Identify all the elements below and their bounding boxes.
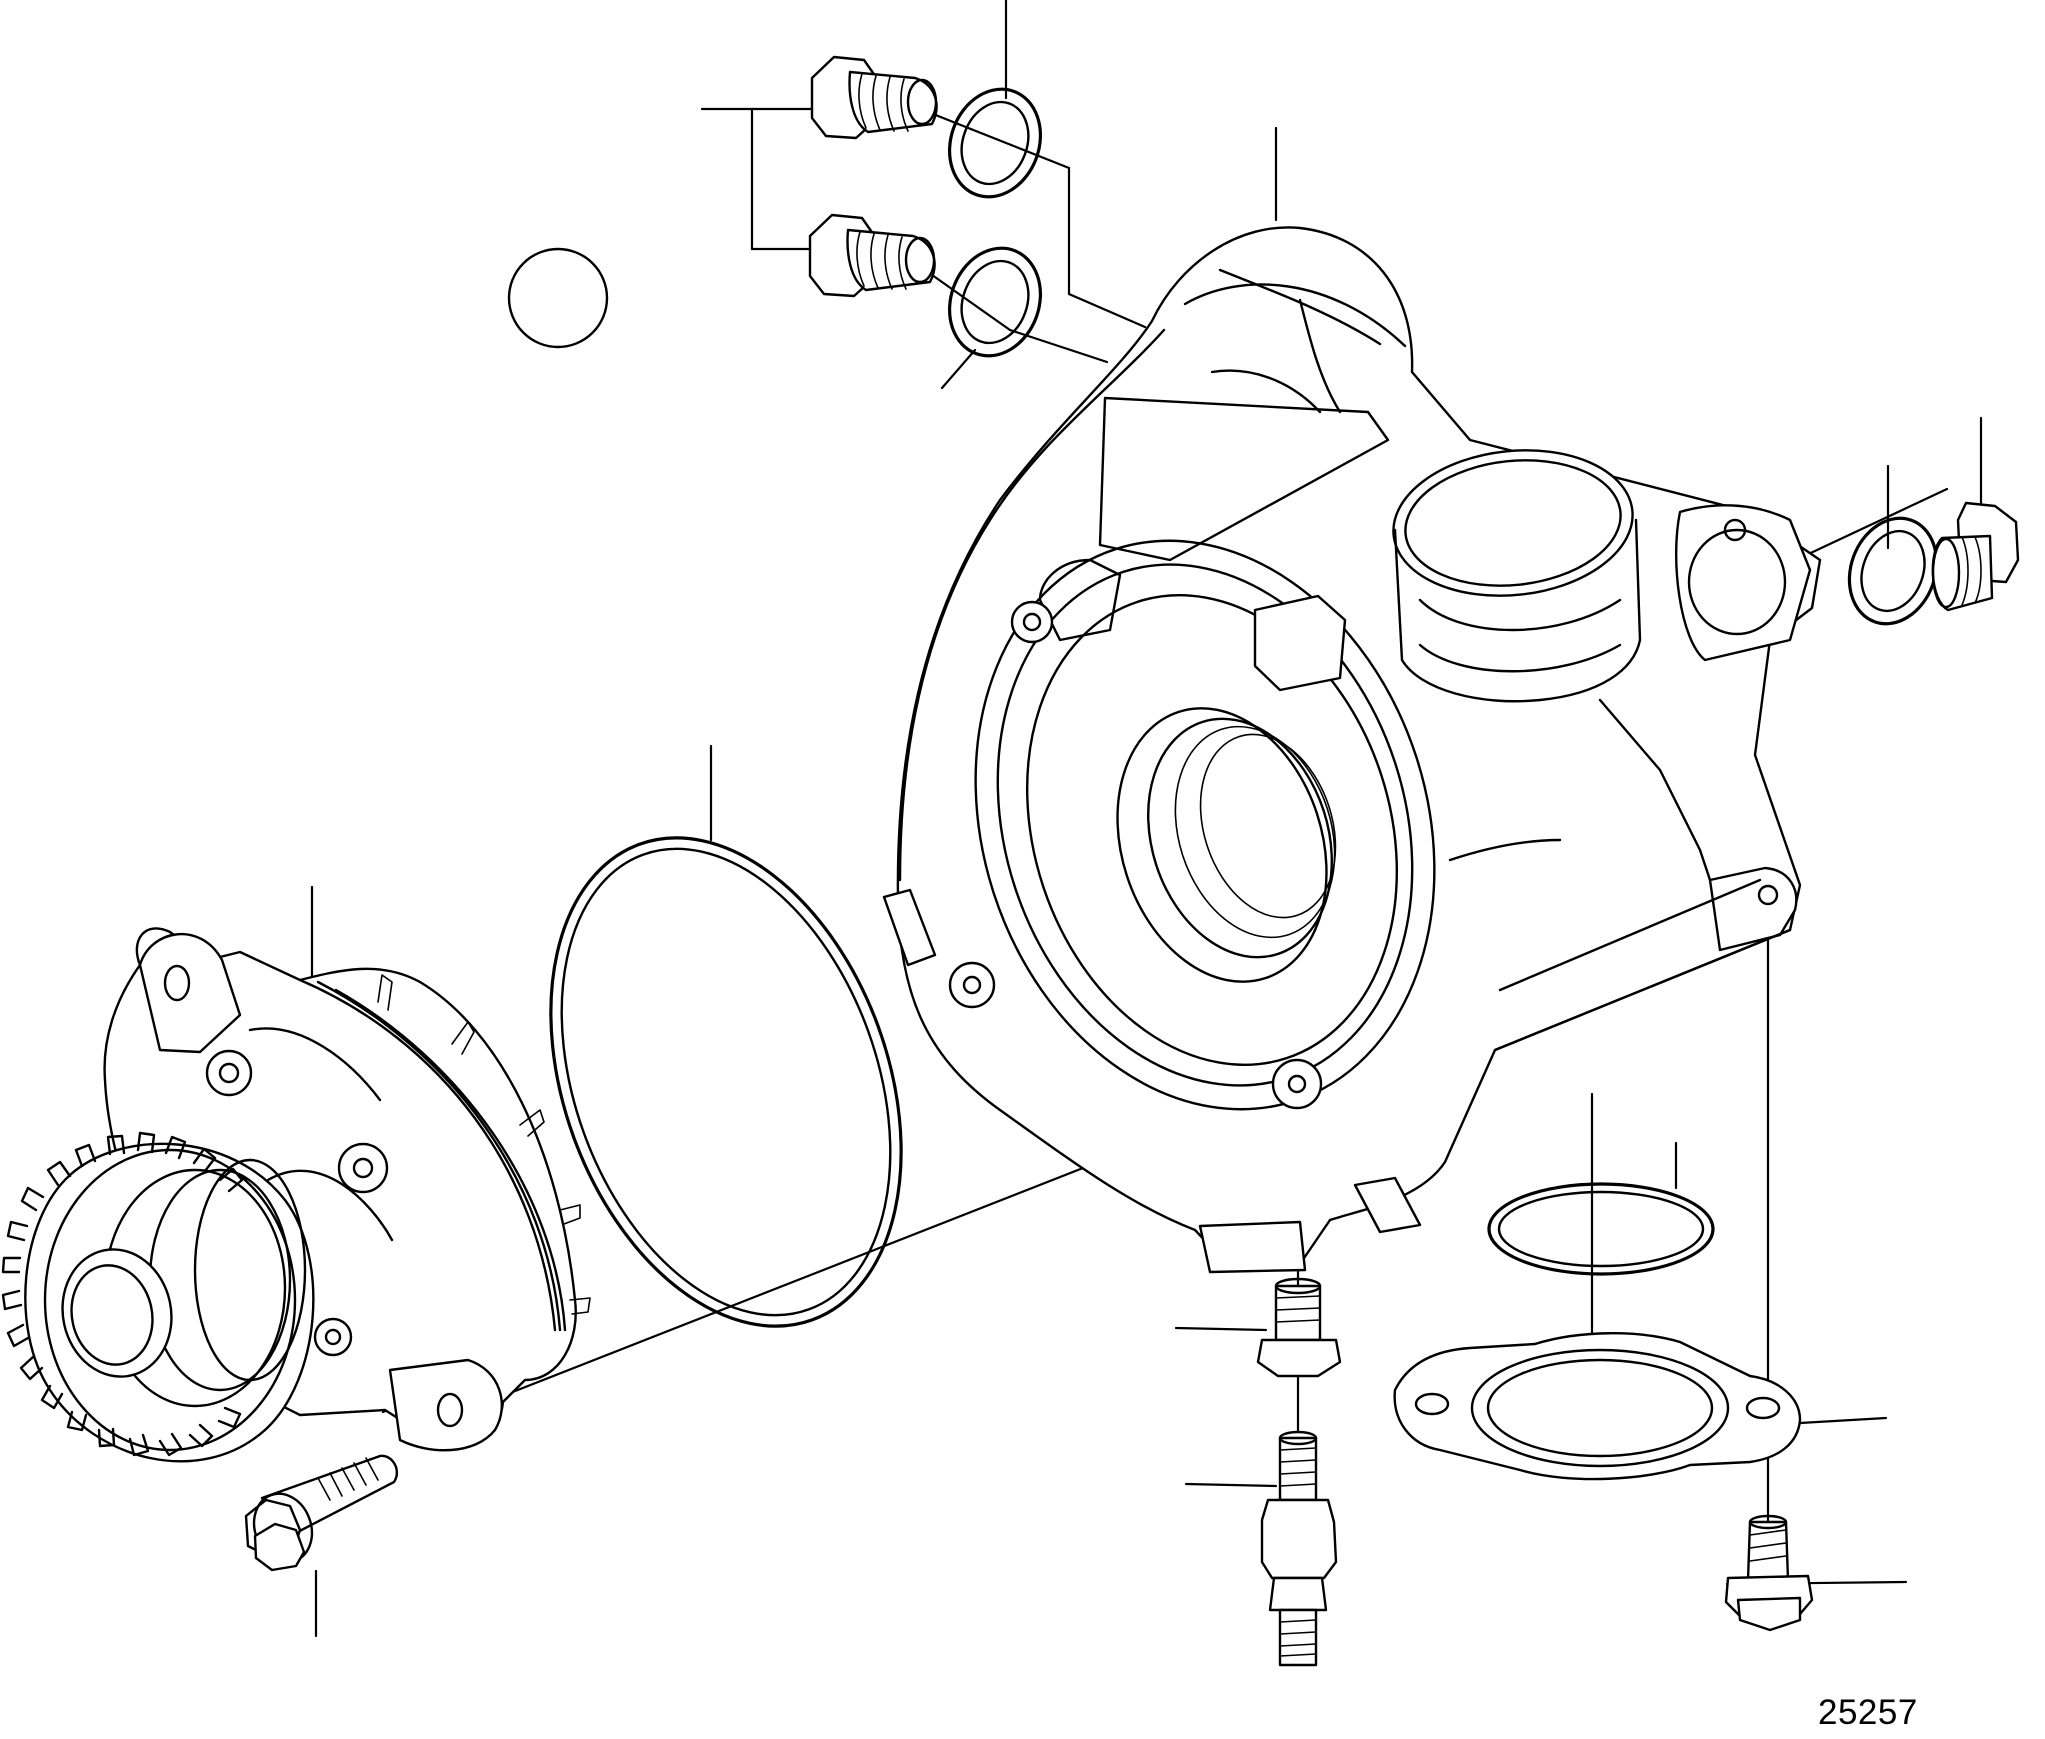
pump-ear-hole-top [163, 964, 191, 1002]
upper-plug [810, 55, 938, 140]
reference-circle [507, 247, 609, 349]
boss-left [948, 961, 996, 1009]
axis-right-plug [1798, 487, 1949, 560]
right-plug [1931, 501, 2020, 612]
boss-bottom [1271, 1058, 1323, 1110]
flange-gasket [1393, 1332, 1802, 1481]
boss-top-left [1010, 600, 1054, 644]
flange-bolt [1724, 1514, 1814, 1632]
lower-plug [808, 213, 936, 298]
leader-plugs-bracket [700, 107, 817, 251]
upper-sealing-washer [947, 87, 1043, 199]
drain-nipple [1256, 1277, 1342, 1378]
lower-flange-hole [1757, 884, 1779, 906]
leader-valve [1184, 1482, 1278, 1488]
leader-flange-gasket-right [1798, 1416, 1888, 1425]
drain-valve [1260, 1430, 1338, 1667]
pump-hub [61, 1248, 173, 1378]
water-pump [1, 927, 591, 1463]
drawing-number: 25257 [1818, 1693, 1918, 1732]
axis-upper-plug [921, 108, 1147, 329]
gasket-hole-left [1414, 1392, 1450, 1416]
lower-sealing-washer [947, 246, 1043, 358]
large-o-ring [549, 836, 903, 1328]
pump-housing [882, 226, 1822, 1274]
leader-nipple [1174, 1326, 1268, 1332]
right-flange-hole [1723, 518, 1747, 542]
axis-lower-plug [923, 268, 1109, 364]
leader-washer-lower [940, 348, 977, 390]
small-o-ring [1487, 1182, 1715, 1276]
inlet-socket-top [1392, 449, 1634, 597]
gasket-hole-right [1745, 1396, 1781, 1420]
pump-bolt [244, 1454, 399, 1572]
right-sealing-washer [1847, 516, 1939, 626]
pump-ear-hole-bottom [436, 1392, 464, 1428]
